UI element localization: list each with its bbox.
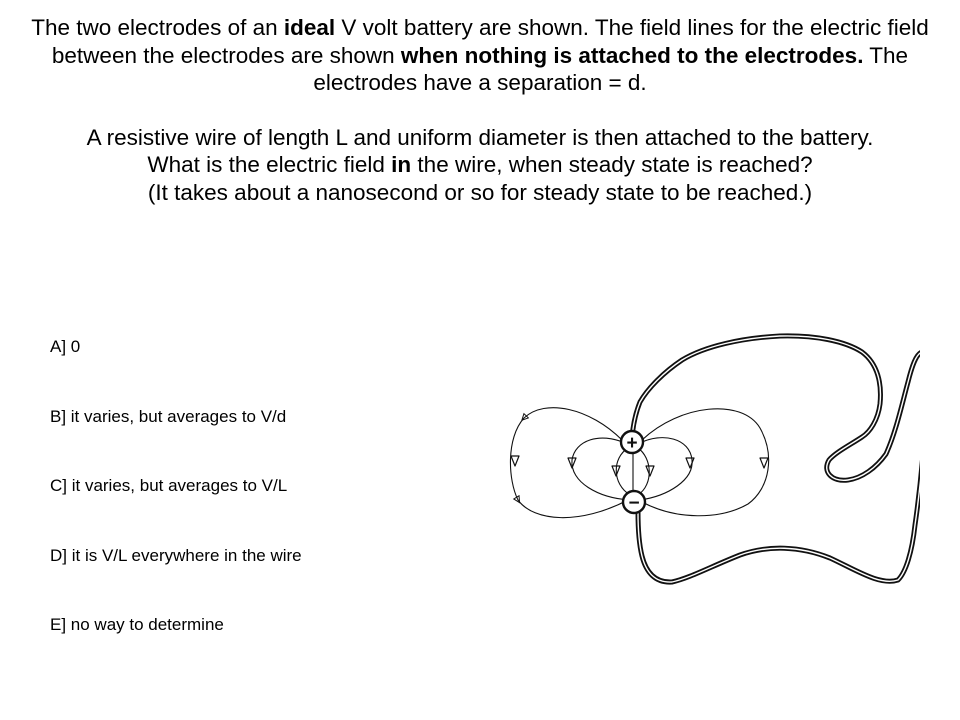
- positive-electrode: +: [619, 429, 645, 455]
- option-a[interactable]: A] 0: [50, 337, 81, 356]
- field-line-inner-right: [637, 447, 650, 496]
- q1-text-b: V volt battery are shown. The field line…: [51, 15, 929, 68]
- negative-electrode: −: [621, 489, 647, 515]
- question-paragraph-4: (It takes about a nanosecond or so for s…: [147, 179, 813, 205]
- q1-text-c: The electrodes have a separation = d.: [313, 42, 909, 96]
- question-paragraph-1: The two electrodes of an ideal V volt ba…: [30, 14, 930, 97]
- q1-text-a: The two electrodes of an: [31, 15, 284, 40]
- option-d[interactable]: D] it is V/L everywhere in the wire: [50, 545, 302, 565]
- field-lines: [509, 407, 770, 519]
- arrow-inner-left: [611, 465, 621, 477]
- field-line-middle-right: [639, 437, 693, 501]
- field-line-outer-right: [641, 408, 770, 517]
- field-line-outer-left: [509, 407, 629, 519]
- resistive-wire: [629, 333, 920, 585]
- q1-bold-nothing-attached: when nothing is attached to the electrod…: [400, 42, 864, 68]
- negative-symbol: −: [628, 493, 639, 514]
- answer-options: A] 0 B] it varies, but averages to V/d C…: [50, 336, 302, 684]
- field-arrows: [510, 455, 769, 477]
- paragraph-gap: [30, 97, 930, 124]
- battery-field-diagram: + −: [509, 333, 920, 585]
- question-paragraph-3: What is the electric field in the wire, …: [30, 151, 930, 179]
- arrow-middle-left: [567, 457, 577, 469]
- positive-symbol: +: [626, 433, 637, 454]
- option-e[interactable]: E] no way to determine: [50, 615, 224, 634]
- q1-bold-ideal: ideal: [283, 15, 336, 40]
- arrow-outer-right: [759, 457, 769, 469]
- arrow-middle-right: [685, 457, 695, 469]
- option-c[interactable]: C] it varies, but averages to V/L: [50, 476, 288, 495]
- field-line-middle-left: [571, 437, 631, 501]
- q3-text-b: the wire, when steady state is reached?: [411, 152, 813, 177]
- question-text: The two electrodes of an ideal V volt ba…: [30, 14, 930, 206]
- q3-text-a: What is the electric field: [147, 152, 392, 177]
- q3-bold-in: in: [391, 152, 412, 177]
- option-b[interactable]: B] it varies, but averages to V/d: [50, 406, 287, 426]
- arrow-inner-right: [645, 465, 655, 477]
- arrow-outer-left: [510, 455, 520, 467]
- question-paragraph-2: A resistive wire of length L and uniform…: [86, 124, 874, 150]
